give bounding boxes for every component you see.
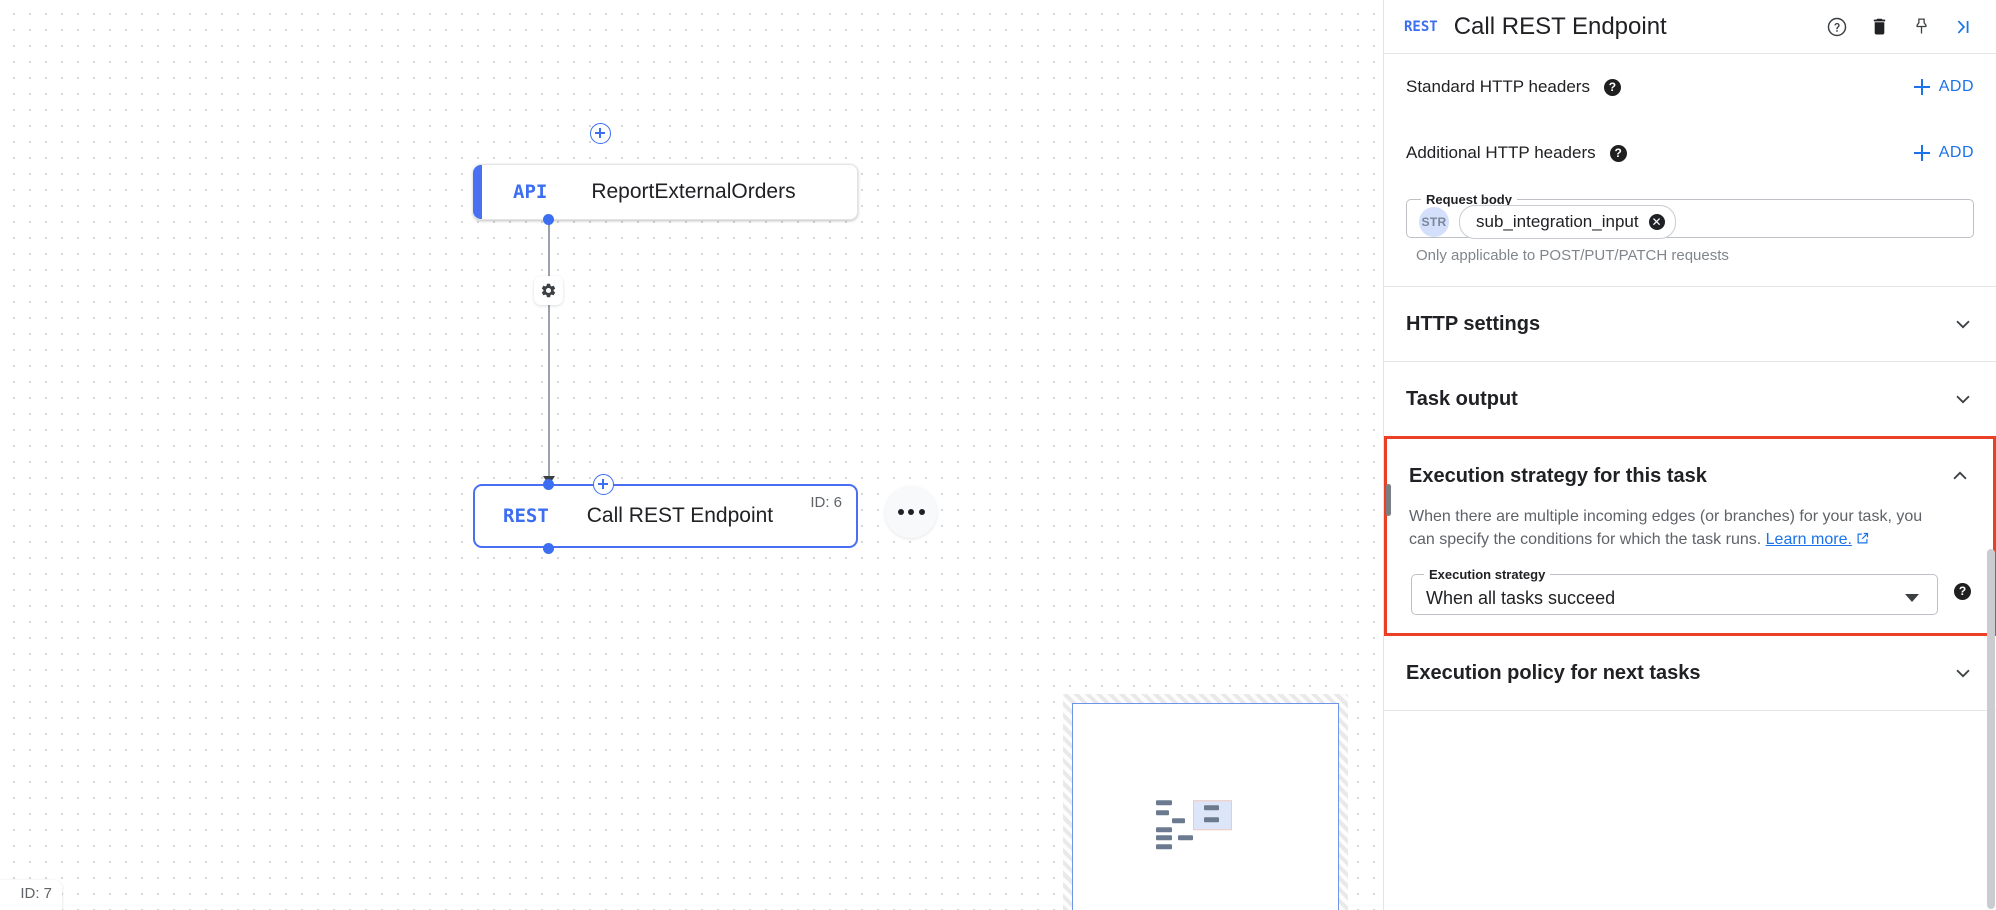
help-circle-icon <box>1827 17 1847 36</box>
accordion-task-output[interactable]: Task output <box>1384 362 1996 436</box>
panel-scrollbar-left[interactable] <box>1384 54 1392 910</box>
collapse-panel-icon <box>1957 19 1969 34</box>
panel-type-badge: REST <box>1404 18 1438 35</box>
accordion-http-settings-title: HTTP settings <box>1406 312 1541 335</box>
plus-icon <box>1913 145 1930 161</box>
additional-http-headers-section: Additional HTTP headers ? ADD <box>1384 120 1996 186</box>
pin-button[interactable] <box>1904 10 1938 44</box>
standard-http-headers-section: Standard HTTP headers ? ADD <box>1384 54 1996 120</box>
node-output-port-rest[interactable] <box>543 543 554 554</box>
chevron-down-icon[interactable] <box>1952 662 1974 684</box>
more-horizontal-icon-dot <box>908 509 914 515</box>
edge-gear-button[interactable] <box>534 276 563 305</box>
divider <box>1384 286 1996 287</box>
help-button[interactable] <box>1820 10 1854 44</box>
additional-http-headers-label: Additional HTTP headers <box>1406 143 1596 162</box>
trash-icon <box>1873 18 1885 35</box>
node-label: ReportExternalOrders <box>591 180 796 203</box>
pin-icon <box>1915 18 1927 34</box>
request-body-legend: Request body <box>1426 192 1512 207</box>
chevron-down-icon[interactable] <box>1905 594 1919 603</box>
accordion-execution-policy[interactable]: Execution policy for next tasks <box>1384 636 1996 710</box>
divider <box>1384 361 1996 362</box>
node-accent-bar <box>473 165 482 219</box>
request-body-field[interactable]: Request body STR sub_integration_input ✕ <box>1406 192 1974 239</box>
plus-icon <box>1913 79 1930 95</box>
add-standard-header-label: ADD <box>1938 78 1974 95</box>
node-label: Call REST Endpoint <box>586 504 774 527</box>
execution-strategy-field-wrap: Execution strategy When all tasks succee… <box>1387 567 1993 616</box>
node-type-badge: API <box>513 181 548 203</box>
node-id-label: ID: 7 <box>20 885 52 902</box>
add-node-button-rest[interactable] <box>593 474 614 495</box>
more-horizontal-icon-dot <box>897 509 904 515</box>
add-standard-header-button[interactable]: ADD <box>1913 78 1974 96</box>
learn-more-link[interactable]: Learn more. <box>1765 531 1852 549</box>
standard-http-headers-label: Standard HTTP headers <box>1406 77 1590 96</box>
panel-scrollbar-right-thumb[interactable] <box>1987 549 1995 909</box>
request-body-section: Request body STR sub_integration_input ✕… <box>1384 192 1996 264</box>
collapse-panel-button[interactable] <box>1946 10 1980 44</box>
node-id-label: ID: 6 <box>810 494 842 511</box>
execution-strategy-description-text: When there are multiple incoming edges (… <box>1409 508 1923 549</box>
execution-strategy-select-value: When all tasks succeed <box>1426 587 1616 608</box>
accordion-task-output-title: Task output <box>1406 387 1518 410</box>
node-report-external-orders[interactable]: API ReportExternalOrders <box>473 164 858 220</box>
delete-button[interactable] <box>1862 10 1896 44</box>
help-filled-icon[interactable]: ? <box>1609 144 1627 162</box>
canvas-preview-panel[interactable] <box>1063 694 1348 910</box>
execution-strategy-description: When there are multiple incoming edges (… <box>1387 505 1971 551</box>
chevron-down-icon[interactable] <box>1952 313 1974 335</box>
preview-illustration <box>1155 793 1256 850</box>
execution-strategy-help-icon[interactable]: ? <box>1954 582 1971 600</box>
page-title: Call REST Endpoint <box>1453 12 1667 40</box>
execution-strategy-select[interactable]: Execution strategy When all tasks succee… <box>1411 567 1938 616</box>
accordion-execution-strategy-header[interactable]: Execution strategy for this task <box>1387 439 1993 513</box>
close-circle-icon[interactable]: ✕ <box>1648 214 1665 230</box>
node-more-options-button[interactable] <box>885 486 937 538</box>
panel-scrollbar-left-thumb[interactable] <box>1386 484 1391 516</box>
chevron-up-icon[interactable] <box>1949 465 1971 487</box>
node-call-rest-endpoint[interactable]: REST Call REST Endpoint ID: 6 <box>473 484 858 548</box>
request-body-type-badge: STR <box>1419 207 1449 237</box>
node-output-port-api[interactable] <box>543 214 554 225</box>
add-additional-header-button[interactable]: ADD <box>1913 144 1974 162</box>
add-node-button-api[interactable] <box>590 123 611 144</box>
accordion-execution-strategy-title: Execution strategy for this task <box>1409 464 1707 487</box>
task-config-panel: REST Call REST Endpoint <box>1383 0 1996 910</box>
chevron-down-icon[interactable] <box>1952 388 1974 410</box>
node-type-badge: REST <box>503 505 549 527</box>
request-body-variable-chip[interactable]: sub_integration_input ✕ <box>1459 205 1676 239</box>
panel-scroll-area[interactable]: Standard HTTP headers ? ADD Additional H… <box>1384 54 1996 910</box>
standard-http-headers-row: Standard HTTP headers ? ADD <box>1406 54 1974 120</box>
more-horizontal-icon-dot <box>918 509 925 515</box>
additional-http-headers-row: Additional HTTP headers ? ADD <box>1406 120 1974 186</box>
external-link-icon[interactable] <box>1855 531 1870 546</box>
gear-icon <box>541 283 556 298</box>
help-filled-icon[interactable]: ? <box>1603 78 1621 96</box>
workflow-canvas[interactable]: API ReportExternalOrders REST Call REST … <box>0 0 1383 910</box>
edge-connector-line[interactable] <box>548 190 550 488</box>
accordion-http-settings[interactable]: HTTP settings <box>1384 287 1996 361</box>
panel-header: REST Call REST Endpoint <box>1384 0 1996 54</box>
execution-strategy-select-legend: Execution strategy <box>1429 567 1546 583</box>
request-body-hint: Only applicable to POST/PUT/PATCH reques… <box>1416 247 1729 264</box>
node-input-port-rest[interactable] <box>543 479 554 490</box>
add-additional-header-label: ADD <box>1938 144 1974 161</box>
request-body-variable-label: sub_integration_input <box>1476 212 1639 231</box>
node-partial-offscreen[interactable]: ID: 7 <box>0 880 62 910</box>
divider <box>1384 710 1996 712</box>
accordion-execution-policy-title: Execution policy for next tasks <box>1406 661 1701 684</box>
accordion-execution-strategy[interactable]: Execution strategy for this task When th… <box>1384 436 1996 637</box>
